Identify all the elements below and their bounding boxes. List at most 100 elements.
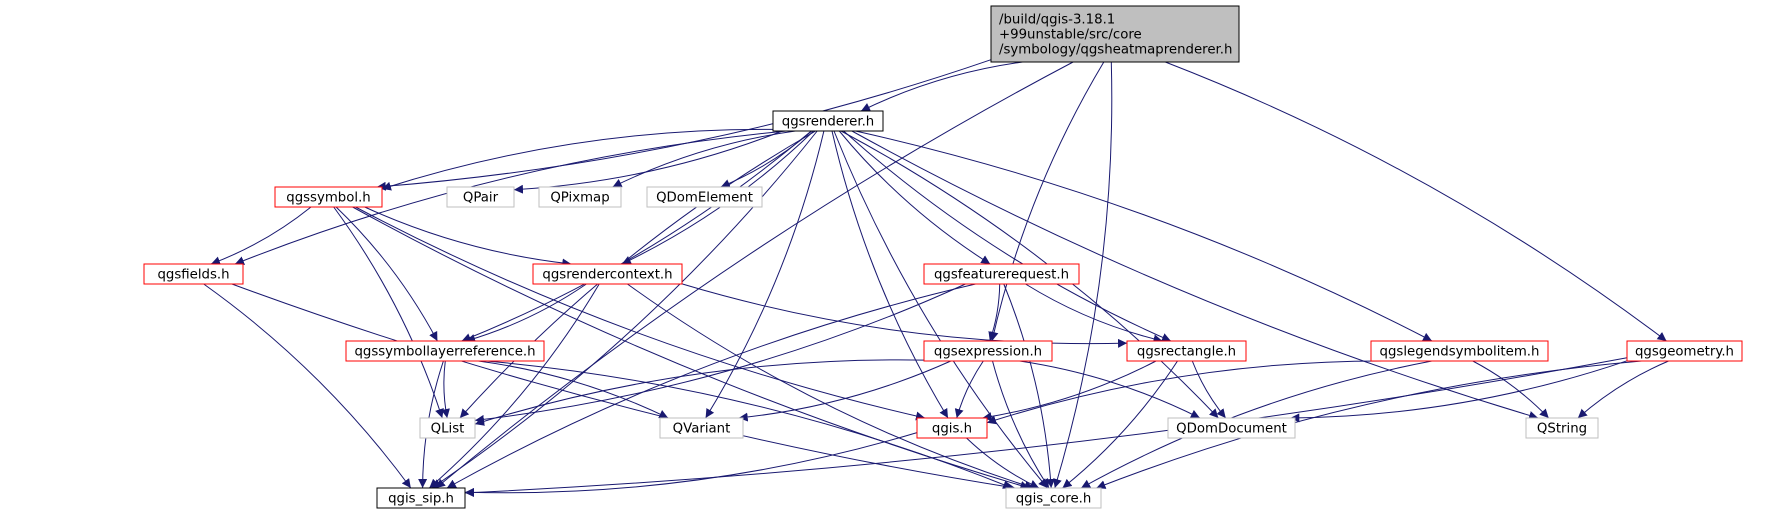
node-qstring: QString xyxy=(1525,417,1599,439)
node-qvariant: QVariant xyxy=(659,417,744,439)
edges-layer xyxy=(203,59,1669,497)
edge-qgssymbol-to-qgis xyxy=(355,206,926,421)
edge-qgsfeaturerequest-to-qgsrectangle xyxy=(1025,283,1163,344)
node-qstring-label-line-0: QString xyxy=(1537,422,1587,437)
node-qgssymbollayerreference-label-line-0: qgssymbollayerreference.h xyxy=(354,345,535,360)
edge-qgslegendsymbolitem-to-qgis xyxy=(986,360,1394,425)
node-qgis[interactable]: qgis.h xyxy=(916,417,988,439)
edge-qgsrendercontext-to-qgssymbollayerreference xyxy=(465,283,587,343)
edge-qgssymbollayerreference-to-qgis_core xyxy=(486,360,1013,489)
node-qgsfields[interactable]: qgsfields.h xyxy=(143,263,244,285)
node-qdomdocument-box xyxy=(1167,417,1296,439)
node-qgis-label-line-0: qgis.h xyxy=(932,422,972,437)
node-qpixmap-label-line-0: QPixmap xyxy=(550,191,609,206)
nodes-layer: /build/qgis-3.18.1+99unstable/src/core/s… xyxy=(143,5,1743,509)
node-qgsfeaturerequest-box xyxy=(923,263,1080,285)
edge-qgsexpression-to-qvariant xyxy=(738,360,952,422)
edge-qgssymbol-to-qgssymbollayerreference xyxy=(335,206,438,342)
node-qgssymbol[interactable]: qgssymbol.h xyxy=(274,186,383,208)
node-qdomelement-label-line-0: QDomElement xyxy=(656,191,753,206)
edge-root-to-qgis_core xyxy=(1053,61,1113,489)
edge-qgsrectangle-to-qgis xyxy=(982,360,1157,422)
node-qlist-box xyxy=(419,417,476,439)
node-qgsexpression-box xyxy=(923,340,1053,362)
edge-qgsrectangle-to-qdomdocument xyxy=(1191,360,1227,419)
edge-qgsrenderer-to-qgssymbol xyxy=(381,128,774,191)
node-qgsexpression[interactable]: qgsexpression.h xyxy=(923,340,1053,362)
node-qgsrendercontext-box xyxy=(532,263,683,285)
edge-root-to-qgsgeometry xyxy=(1165,61,1667,342)
edge-qgssymbol-to-qgsfields xyxy=(210,206,312,266)
node-qdomdocument-label-line-0: QDomDocument xyxy=(1176,422,1287,437)
edge-qgssymbollayerreference-to-qlist xyxy=(441,360,450,419)
node-qgis_core-label-line-0: qgis_core.h xyxy=(1016,492,1092,507)
node-qdomdocument: QDomDocument xyxy=(1167,417,1296,439)
edge-qgsrendercontext-to-qgsrectangle xyxy=(681,283,1128,348)
node-qdomelement-box xyxy=(646,186,763,208)
edge-qgsrendercontext-to-qgis_sip xyxy=(428,283,600,489)
node-qgssymbollayerreference-box xyxy=(345,340,545,362)
node-root-label-line-2: /symbology/qgsheatmaprenderer.h xyxy=(999,43,1232,58)
node-qlist: QList xyxy=(419,417,476,439)
node-qgsgeometry-box xyxy=(1626,340,1743,362)
edge-qgsrendercontext-to-qgis_core xyxy=(627,283,1034,490)
edge-qgsexpression-to-qgis_core xyxy=(992,360,1050,489)
edge-qgsrenderer-to-qgsrectangle xyxy=(843,130,1172,342)
edge-qgsrenderer-to-qgsfeaturerequest xyxy=(838,130,991,265)
node-qgis_core: qgis_core.h xyxy=(1005,487,1102,509)
edge-qgssymbol-to-qlist xyxy=(333,206,444,419)
node-qpair: QPair xyxy=(446,186,515,208)
node-qgis_sip[interactable]: qgis_sip.h xyxy=(376,487,466,509)
edge-qgsrenderer-to-qgis_sip xyxy=(431,130,818,489)
edge-qgsexpression-to-qlist xyxy=(474,359,925,426)
node-qgslegendsymbolitem[interactable]: qgslegendsymbolitem.h xyxy=(1370,340,1549,362)
edge-qgsrenderer-to-qgssymbollayerreference xyxy=(461,130,812,342)
node-qgsfields-box xyxy=(143,263,244,285)
edge-qgsfields-to-qgis_core xyxy=(231,283,1016,492)
node-qgsfeaturerequest-label-line-0: qgsfeaturerequest.h xyxy=(934,268,1069,283)
node-qlist-label-line-0: QList xyxy=(431,422,465,437)
node-qgsrenderer-box xyxy=(772,110,884,132)
edge-root-to-qgssymbol xyxy=(376,59,992,191)
node-qgsfeaturerequest[interactable]: qgsfeaturerequest.h xyxy=(923,263,1080,285)
edge-qgssymbollayerreference-to-qvariant xyxy=(478,360,669,419)
edge-qgslegendsymbolitem-to-qgis_core xyxy=(1080,360,1432,489)
edge-root-to-qgsexpression xyxy=(989,61,1105,342)
edge-root-to-qgis_sip xyxy=(435,61,1074,489)
node-qgslegendsymbolitem-label-line-0: qgslegendsymbolitem.h xyxy=(1380,345,1540,360)
edge-qgsgeometry-to-qgis_sip xyxy=(464,357,1628,497)
edge-qgsrenderer-to-qpixmap xyxy=(612,130,796,188)
node-qvariant-label-line-0: QVariant xyxy=(673,422,731,437)
edge-qgsexpression-to-qdomdocument xyxy=(1019,360,1201,419)
node-qgsrendercontext[interactable]: qgsrendercontext.h xyxy=(532,263,683,285)
node-qpair-label-line-0: QPair xyxy=(463,191,499,206)
edge-root-to-qgsrenderer xyxy=(860,61,1023,112)
edge-qgsrectangle-to-qgis_core xyxy=(1062,360,1178,489)
node-qgsrectangle-box xyxy=(1126,340,1247,362)
node-qgsfields-label-line-0: qgsfields.h xyxy=(157,268,229,283)
edge-qgis-to-qgis_sip xyxy=(464,432,918,497)
edge-qgsrenderer-to-qlist xyxy=(459,130,816,419)
node-root-label-line-0: /build/qgis-3.18.1 xyxy=(999,13,1115,28)
node-root[interactable]: /build/qgis-3.18.1+99unstable/src/core/s… xyxy=(990,5,1240,63)
node-qgsexpression-label-line-0: qgsexpression.h xyxy=(934,345,1042,360)
node-qstring-box xyxy=(1525,417,1599,439)
node-qpair-box xyxy=(446,186,515,208)
node-qgsrectangle[interactable]: qgsrectangle.h xyxy=(1126,340,1247,362)
edge-qgsrenderer-to-qpair xyxy=(513,130,783,194)
node-qgssymbollayerreference[interactable]: qgssymbollayerreference.h xyxy=(345,340,545,362)
node-qgsgeometry[interactable]: qgsgeometry.h xyxy=(1626,340,1743,362)
node-root-box xyxy=(990,5,1240,63)
edge-qgsfeaturerequest-to-qgis_core xyxy=(1003,283,1056,489)
edge-qgsexpression-to-qgis xyxy=(954,360,984,419)
node-qvariant-box xyxy=(659,417,744,439)
edge-qgsfields-to-qgis_sip xyxy=(203,283,412,489)
edge-qgsrenderer-to-qgis xyxy=(831,130,949,419)
node-qgis_sip-box xyxy=(376,487,466,509)
node-qdomelement: QDomElement xyxy=(646,186,763,208)
edge-qgssymbol-to-qgsrendercontext xyxy=(364,206,572,268)
node-qgssymbol-box xyxy=(274,186,383,208)
node-qpixmap-box xyxy=(538,186,622,208)
node-qgsrenderer[interactable]: qgsrenderer.h xyxy=(772,110,884,132)
